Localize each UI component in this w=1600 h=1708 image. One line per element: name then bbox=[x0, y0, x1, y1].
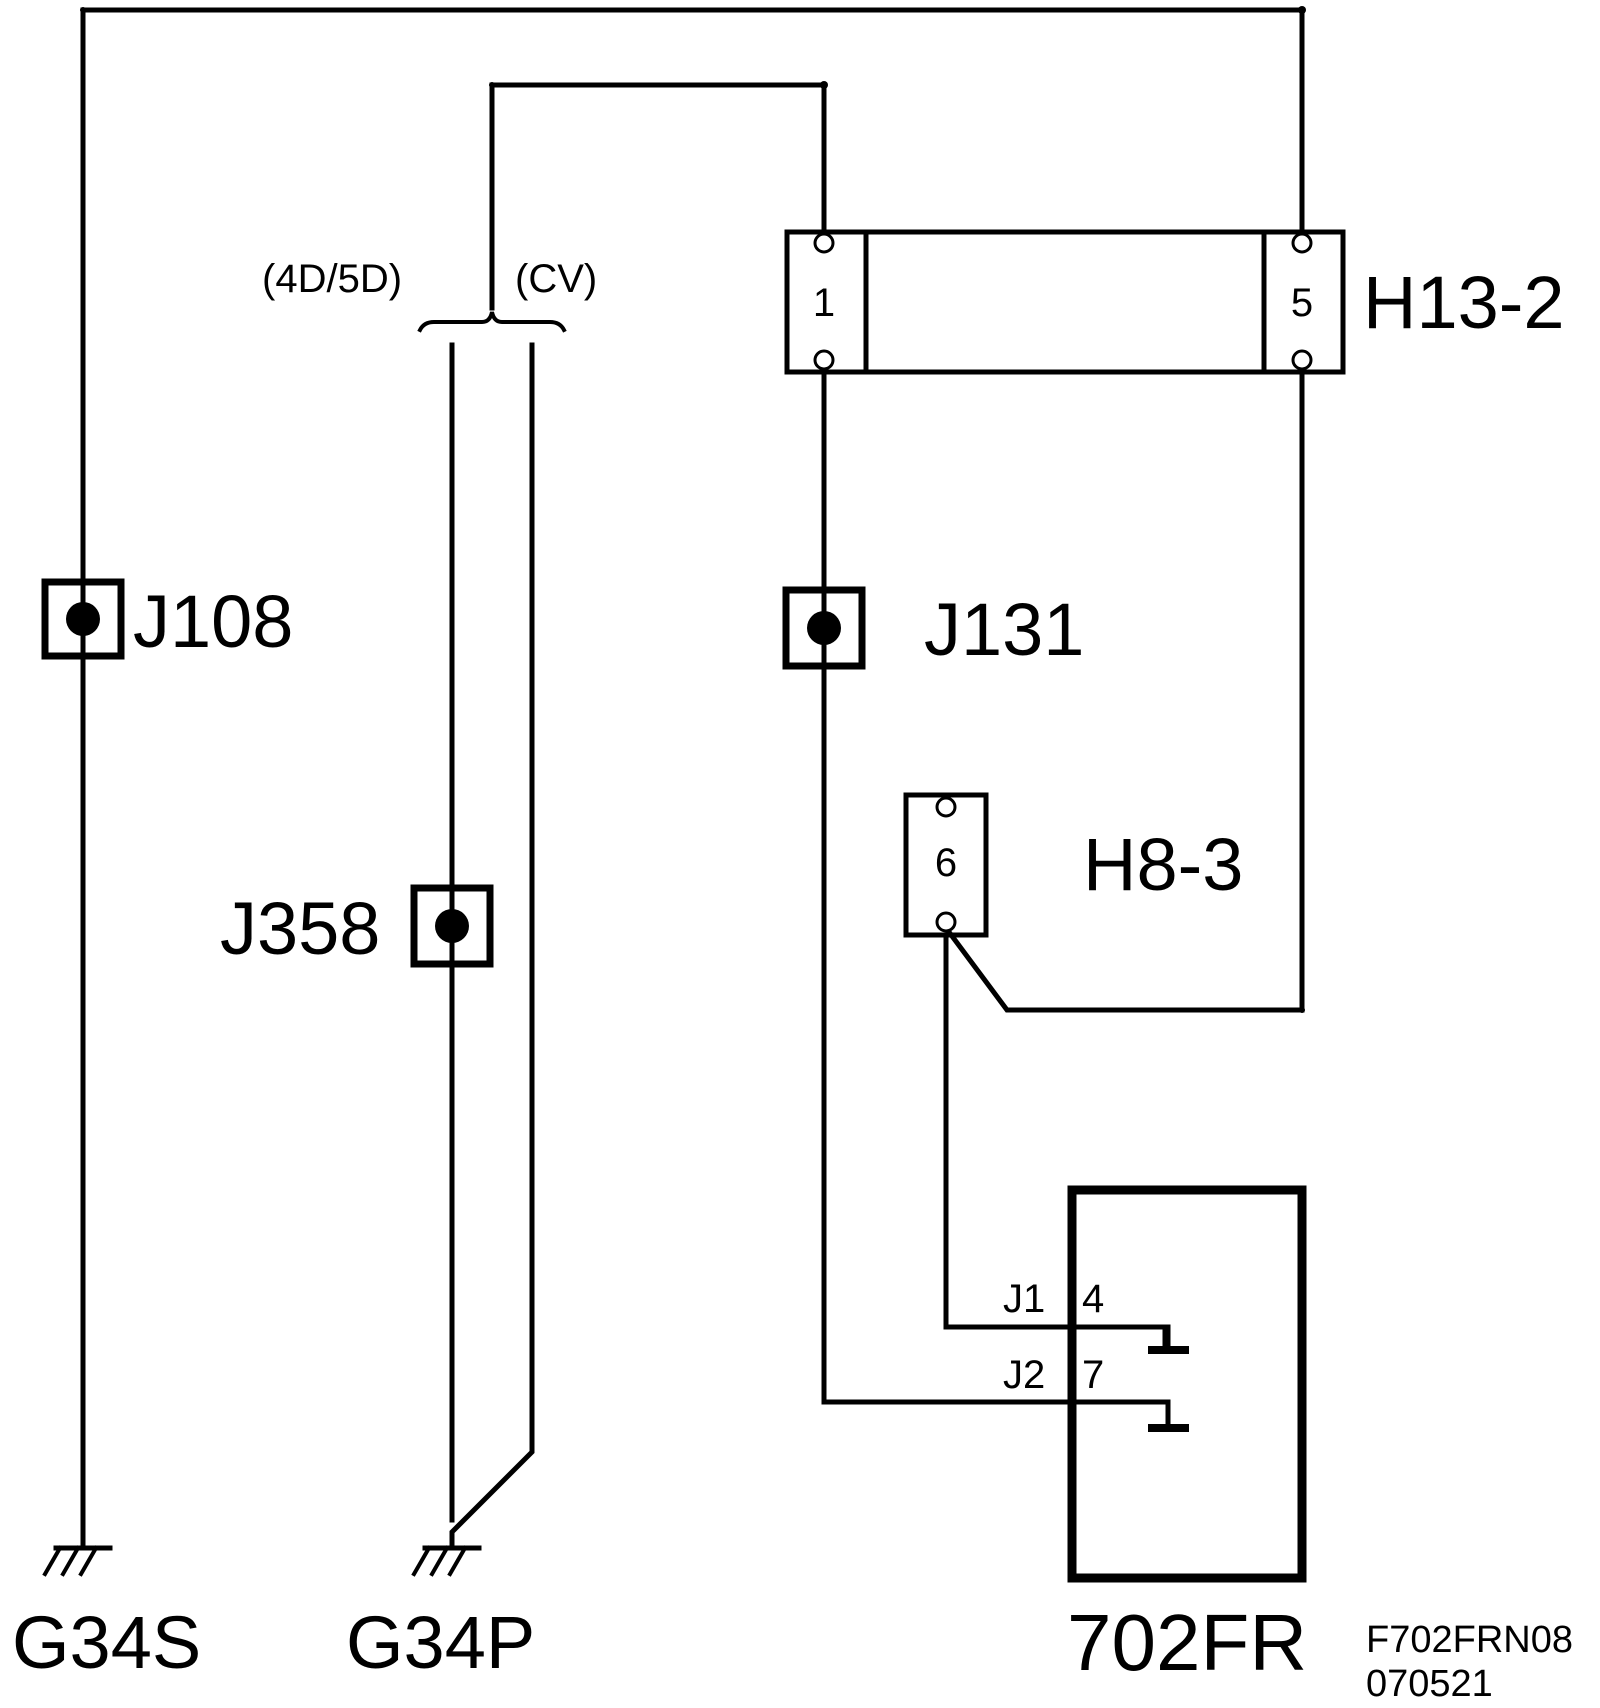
pin-hole bbox=[935, 796, 957, 818]
variant-label-4d5d: (4D/5D) bbox=[262, 257, 402, 301]
junction-dot bbox=[80, 7, 86, 13]
pin-hole bbox=[813, 349, 835, 371]
wire-h13-pin1-to-variant-brace bbox=[489, 82, 827, 311]
module-702fr bbox=[1067, 1185, 1307, 1583]
drawing-code-line1: F702FRN08 bbox=[1366, 1619, 1573, 1661]
connector-label-h8-3: H8-3 bbox=[1083, 823, 1243, 906]
ground-symbol-g34p bbox=[411, 1545, 482, 1577]
ground-label-g34p: G34P bbox=[346, 1601, 535, 1684]
wire-h8-pin6-to-702fr-j1 bbox=[943, 932, 1168, 1353]
variant-label-cv: (CV) bbox=[515, 257, 597, 301]
module-pin-4: 4 bbox=[1082, 1277, 1104, 1321]
module-pin-j2: J2 bbox=[1003, 1353, 1045, 1397]
splice-j108 bbox=[41, 578, 125, 660]
splice-j131 bbox=[782, 586, 866, 670]
drawing-code-line2: 070521 bbox=[1366, 1663, 1493, 1705]
variant-brace bbox=[417, 311, 567, 333]
splice-j358 bbox=[410, 884, 494, 968]
h13-pin-5: 5 bbox=[1291, 281, 1313, 325]
module-pin-7: 7 bbox=[1082, 1353, 1104, 1397]
wire-h13-pin5-to-h8-pin6 bbox=[942, 369, 1305, 1013]
ground-label-g34s: G34S bbox=[12, 1601, 201, 1684]
splice-label-j131: J131 bbox=[924, 588, 1084, 671]
junction-dot bbox=[489, 82, 495, 88]
pin-hole bbox=[1291, 232, 1313, 254]
ground-symbol-g34s bbox=[42, 1545, 113, 1577]
splice-label-j358: J358 bbox=[220, 887, 380, 970]
junction-dot bbox=[1298, 6, 1306, 14]
pin-hole bbox=[1291, 349, 1313, 371]
connector-label-h13-2: H13-2 bbox=[1363, 261, 1565, 344]
wire-cv-to-g34p bbox=[449, 342, 535, 1551]
junction-dot bbox=[820, 81, 828, 89]
splice-label-j108: J108 bbox=[133, 580, 293, 663]
wire-g34s-to-h13-pin5 bbox=[80, 7, 1305, 1551]
connector-h13-2 bbox=[784, 229, 1346, 375]
pin-hole bbox=[935, 911, 957, 933]
h8-pin-6: 6 bbox=[935, 841, 957, 885]
junction-dot bbox=[1299, 1007, 1305, 1013]
wire-h13-pin1-to-702fr-j2 bbox=[821, 369, 1078, 1405]
h13-pin-1: 1 bbox=[813, 281, 835, 325]
pin-hole bbox=[813, 232, 835, 254]
module-label-702fr: 702FR bbox=[1067, 1598, 1307, 1687]
module-pin-j1: J1 bbox=[1003, 1277, 1045, 1321]
